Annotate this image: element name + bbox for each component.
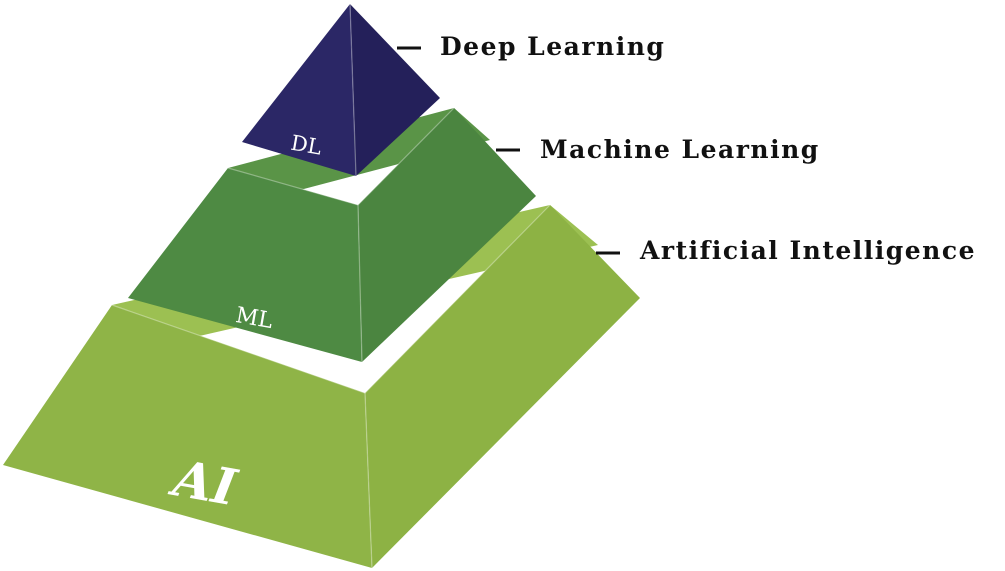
dl-front-face <box>242 4 356 176</box>
ml-front-face <box>128 168 362 362</box>
ai-edge <box>111 204 551 394</box>
dl-corner-edge <box>349 3 357 177</box>
ml-side-face <box>358 108 536 362</box>
dl-face-label: DL <box>289 131 324 160</box>
artificial-intelligence-label: Artificial Intelligence <box>639 236 976 265</box>
ai-side-face <box>365 205 640 568</box>
machine-learning-label: Machine Learning <box>540 135 820 164</box>
dl-layer <box>242 3 440 177</box>
deep-learning-label: Deep Learning <box>440 32 665 61</box>
ai-front-face <box>3 305 372 568</box>
ai-corner-edge <box>364 392 373 569</box>
ai-face-label: AI <box>165 448 242 518</box>
ml-edge <box>227 107 455 206</box>
dl-side-face <box>350 4 440 176</box>
ml-corner-edge <box>357 204 363 363</box>
ml-face-label: ML <box>234 303 275 334</box>
